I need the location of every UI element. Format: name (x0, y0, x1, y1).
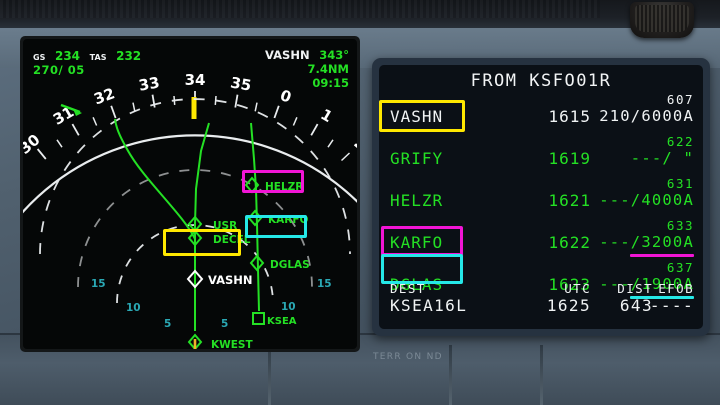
gs-value: 234 (54, 49, 81, 63)
active-waypoint-ident: VASHN (265, 48, 310, 62)
footer-label-utc: UTC (564, 281, 591, 296)
mcdu-row-constraint[interactable]: ---/3200A (599, 233, 694, 251)
panel-knob[interactable] (630, 2, 694, 38)
active-waypoint-distance: 7.4NM (307, 62, 349, 76)
footer-value-utc: 1625 (546, 296, 591, 315)
nd-waypoint-info-block: VASHN 343° 7.4NM 09:15 (265, 47, 349, 90)
nd-label-helzr: HELZR (265, 181, 303, 193)
wind-readout: 270/ 05 (33, 63, 85, 77)
footer-label-efob: EFOB (658, 281, 694, 296)
nd-label-ksea: KSEA (267, 316, 297, 327)
nd-label-vashn: VASHN (208, 273, 253, 287)
nd-label-decel: DECEL (213, 234, 251, 246)
footer-value-efob: ---- (649, 296, 694, 315)
range-ring-label-15-left: 15 (91, 278, 106, 290)
compass-label-1: 1 (317, 105, 335, 126)
range-ring-label-5-right: 5 (221, 318, 228, 330)
terr-on-nd-label: TERR ON ND (373, 352, 443, 362)
nd-label-dglas: DGLAS (270, 259, 310, 271)
aircraft-symbol (193, 339, 197, 349)
waypoint-symbol-vashn (186, 269, 204, 289)
mcdu-row-grify[interactable]: 622 GRIFY 1619 ---/ " (379, 134, 703, 177)
mcdu-row-constraint[interactable]: 210/6000A (599, 107, 694, 125)
range-ring-label-5-left: 5 (164, 318, 171, 330)
range-ring-label-10-left: 10 (126, 302, 141, 314)
waypoint-symbol-decel (187, 229, 203, 247)
nd-label-kwest: KWEST (211, 339, 253, 349)
bezel-divider-1 (268, 345, 271, 405)
mcdu-row-ident[interactable]: VASHN (390, 107, 444, 126)
wind-arrow-icon (60, 103, 82, 116)
mcdu-row-alt-small: 637 (666, 260, 694, 275)
mcdu-row-ident[interactable]: DGLAS (390, 275, 444, 294)
bezel-divider-3 (540, 345, 543, 405)
mcdu-row-alt-small: 631 (666, 176, 694, 191)
mcdu-row-utc: 1623 (548, 275, 591, 294)
heading-bug (191, 97, 197, 119)
compass-label-32: 32 (91, 84, 117, 108)
mcdu-row-ident[interactable]: HELZR (390, 191, 444, 210)
waypoint-symbol-kwest (187, 333, 203, 349)
airport-symbol-ksea (252, 312, 265, 325)
nd-label-karfo: KARFO (268, 214, 309, 226)
vent-strip (0, 0, 600, 18)
mcdu-constraint-underline-cyan (630, 296, 694, 299)
waypoint-symbol-dglas (249, 254, 265, 272)
mcdu-row-vashn[interactable]: 607 VASHN 1615 210/6000A (379, 92, 703, 135)
mcdu-constraint-underline-magenta (630, 254, 694, 257)
compass-label-35: 35 (229, 73, 253, 94)
mcdu-row-constraint[interactable]: ---/4000A (599, 191, 694, 209)
tas-value: 232 (116, 49, 142, 63)
footer-label-dist: DIST (617, 281, 653, 296)
mcdu-row-ident[interactable]: KARFO (390, 233, 444, 252)
mcdu-screen[interactable]: FROM KSFO01R 607 VASHN 1615 210/6000A 62… (379, 65, 703, 329)
tas-label: TAS (89, 53, 107, 62)
mcdu-row-utc: 1615 (548, 107, 591, 126)
mcdu-row-helzr[interactable]: 631 HELZR 1621 ---/4000A (379, 176, 703, 219)
footer-label-dest: DEST (390, 281, 426, 296)
mcdu-row-constraint[interactable]: ---/1900A (599, 275, 694, 293)
mcdu-row-alt-small: 607 (666, 92, 694, 107)
mcdu-row-constraint[interactable]: ---/ " (630, 149, 694, 167)
compass-label-33: 33 (137, 73, 161, 94)
footer-value-dest[interactable]: KSEA16L (390, 296, 468, 315)
compass-label-2: 2 (350, 134, 357, 154)
glareshield-shadow (0, 0, 720, 30)
panel-seam (0, 333, 720, 335)
mcdu-row-karfo[interactable]: 633 KARFO 1622 ---/3200A (379, 218, 703, 261)
range-ring-label-15-right: 15 (317, 278, 332, 290)
gs-label: GS (33, 53, 46, 62)
mcdu-row-utc: 1619 (548, 149, 591, 168)
mcdu-row-alt-small: 622 (666, 134, 694, 149)
nd-label-usr: USR (213, 220, 237, 232)
bezel-divider-2 (449, 345, 452, 405)
active-waypoint-eta: 09:15 (312, 76, 349, 90)
mcdu-page-title: FROM KSFO01R (470, 71, 612, 91)
active-waypoint-bearing: 343° (319, 48, 349, 62)
mcdu-row-utc: 1622 (548, 233, 591, 252)
range-ring-label-10-right: 10 (281, 301, 296, 313)
nd-speed-block: GS 234 TAS 232 270/ 05 (33, 48, 141, 77)
mcdu-row-alt-small: 633 (666, 218, 694, 233)
knob-ribs-icon (635, 5, 689, 32)
compass-label-34: 34 (185, 71, 206, 89)
mcdu-row-dglas[interactable]: 637 DGLAS 1623 ---/1900A (379, 260, 703, 303)
mcdu-row-ident[interactable]: GRIFY (390, 149, 444, 168)
footer-value-dist: 643 (619, 296, 653, 315)
waypoint-symbol-karfo (247, 209, 263, 227)
nd-symbology: 34 35 0 1 2 33 32 31 30 (23, 71, 357, 349)
navigation-display-screen[interactable]: 34 35 0 1 2 33 32 31 30 (23, 39, 357, 349)
mcdu-row-utc: 1621 (548, 191, 591, 210)
